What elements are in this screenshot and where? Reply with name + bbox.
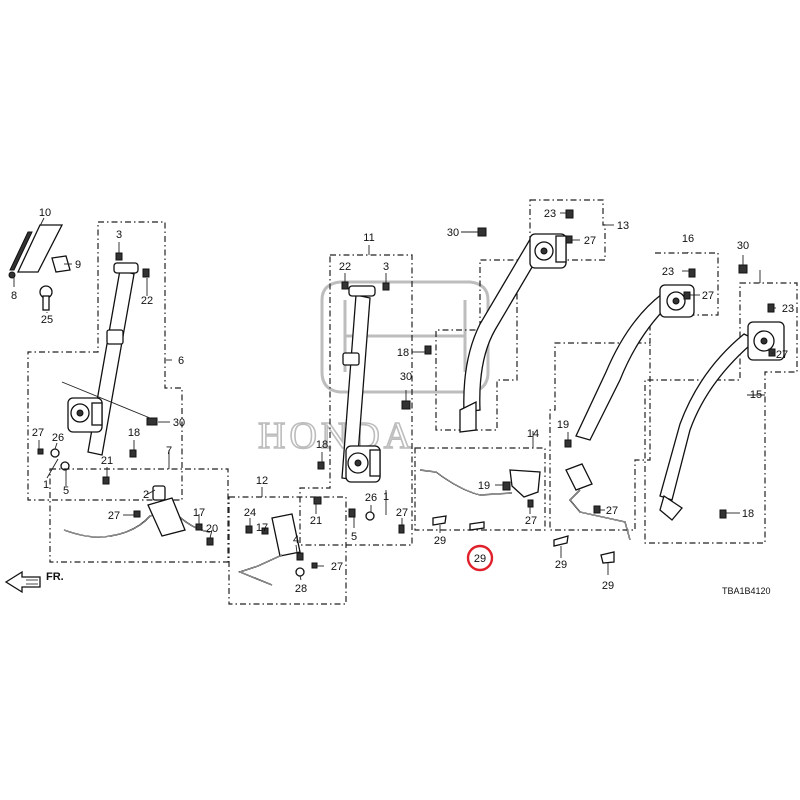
callout-10: 10	[39, 207, 51, 219]
group-15-rear-belt-assembly	[644, 255, 798, 544]
callout-7: 7	[166, 445, 172, 457]
callout-1: 1	[383, 491, 389, 503]
upper-anchor	[113, 262, 139, 274]
retractor	[529, 233, 567, 269]
callout-18: 18	[397, 347, 409, 359]
lower-anchor	[459, 400, 477, 433]
honda-watermark: HONDA	[257, 280, 490, 458]
callout-23: 23	[544, 208, 556, 220]
callout-18: 18	[316, 439, 328, 451]
group-16-rear-belt-assembly	[549, 252, 719, 541]
adjuster-plate	[16, 224, 64, 273]
callout-13: 13	[617, 220, 629, 232]
callout-18: 18	[742, 508, 754, 520]
watermark-text: HONDA	[258, 415, 415, 457]
callout-24: 24	[244, 507, 256, 519]
callout-16: 16	[682, 233, 694, 245]
diagram-code: TBA1B4120	[722, 586, 771, 596]
front-label: FR.	[46, 571, 64, 583]
group-12-center-buckle	[228, 487, 347, 605]
callout-labels: 10 9 8 25 3 22 6 27 26 1 5 18 21 30 7 27…	[11, 207, 794, 595]
bolt-icon	[37, 252, 158, 485]
callout-3: 3	[383, 261, 389, 273]
belt-guide	[106, 329, 124, 345]
callout-27: 27	[396, 507, 408, 519]
callout-12: 12	[256, 475, 268, 487]
callout-29: 29	[602, 580, 614, 592]
retractor	[67, 397, 103, 433]
callout-30: 30	[173, 417, 185, 429]
clip-icon	[432, 515, 615, 575]
retractor	[659, 284, 695, 318]
callout-5: 5	[63, 485, 69, 497]
callout-27: 27	[606, 505, 618, 517]
callout-11: 11	[363, 232, 374, 244]
buckle	[271, 513, 301, 557]
callout-26: 26	[365, 492, 377, 504]
buckle	[509, 469, 541, 498]
adjuster-clip	[51, 255, 71, 273]
buckle	[565, 463, 593, 491]
callout-29: 29	[434, 535, 446, 547]
callout-20: 20	[206, 523, 218, 535]
callout-17: 17	[256, 522, 268, 534]
callout-23: 23	[782, 303, 794, 315]
callout-22: 22	[141, 295, 153, 307]
callout-27: 27	[525, 515, 537, 527]
group-6-front-belt-assembly	[27, 221, 183, 501]
callout-27: 27	[331, 561, 343, 573]
group-14-rear-buckle	[414, 431, 546, 531]
callout-23: 23	[662, 266, 674, 278]
callout-15: 15	[750, 389, 762, 401]
callout-29: 29	[555, 559, 567, 571]
callout-27: 27	[108, 510, 120, 522]
callout-29-highlighted[interactable]: 29	[474, 553, 486, 565]
bolt-icon	[313, 281, 411, 534]
upper-anchor	[348, 285, 376, 297]
callout-1: 1	[43, 479, 49, 491]
callout-30: 30	[447, 227, 459, 239]
group-13-rear-belt-assembly	[435, 199, 614, 433]
callout-19: 19	[478, 480, 490, 492]
callout-30: 30	[737, 240, 749, 252]
group-7-front-buckle	[49, 450, 229, 563]
callout-2: 2	[143, 489, 149, 501]
front-direction-arrow: FR.	[4, 570, 64, 594]
callout-22: 22	[339, 261, 351, 273]
callout-18: 18	[128, 427, 140, 439]
belt-webbing	[575, 293, 678, 441]
belt-guide	[342, 352, 360, 366]
callout-25: 25	[41, 314, 53, 326]
callout-21: 21	[101, 455, 113, 467]
callout-6: 6	[178, 355, 184, 367]
callout-5: 5	[351, 531, 357, 543]
callout-4: 4	[293, 534, 299, 546]
callout-19: 19	[557, 419, 569, 431]
callout-27: 27	[702, 290, 714, 302]
callout-27: 27	[584, 235, 596, 247]
callout-26: 26	[52, 432, 64, 444]
callout-14: 14	[527, 428, 539, 440]
callout-17: 17	[193, 507, 205, 519]
buckle	[147, 497, 186, 537]
callout-27: 27	[776, 349, 788, 361]
callout-9: 9	[75, 259, 81, 271]
part-18-connector	[412, 345, 432, 355]
callout-30: 30	[400, 371, 412, 383]
lower-anchor	[659, 494, 683, 521]
callout-3: 3	[116, 229, 122, 241]
highlight-ring	[466, 544, 494, 572]
callout-8: 8	[11, 290, 17, 302]
callout-21: 21	[310, 515, 322, 527]
callout-28: 28	[295, 583, 307, 595]
height-adjuster-parts	[8, 217, 72, 313]
retractor	[345, 445, 381, 483]
belt-webbing	[659, 333, 758, 501]
callout-27: 27	[32, 427, 44, 439]
group-11-center-belt-assembly	[299, 245, 413, 546]
